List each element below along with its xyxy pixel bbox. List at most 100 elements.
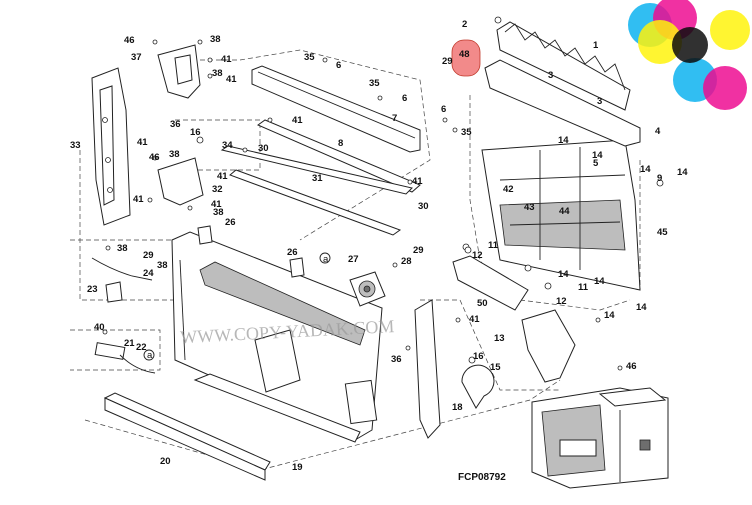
figure-code: FCP08792 xyxy=(458,472,506,483)
callout: 24 xyxy=(143,268,154,279)
callout: 21 xyxy=(124,338,135,349)
callout: 41 xyxy=(217,171,228,182)
panel-18 xyxy=(414,299,441,439)
callout: 11 xyxy=(578,282,589,293)
bar-50 xyxy=(452,255,529,311)
callout: 36 xyxy=(391,354,402,365)
bracket-13 xyxy=(521,309,576,383)
bracket-37 xyxy=(157,44,201,99)
callout: 50 xyxy=(477,298,488,309)
callout: 3 xyxy=(548,70,553,81)
callout: 43 xyxy=(524,202,535,213)
callout: 41 xyxy=(292,115,303,126)
callout: 41 xyxy=(226,74,237,85)
callout: 36 xyxy=(170,119,181,130)
callout: 40 xyxy=(94,322,105,333)
callout-48-highlight xyxy=(451,39,481,77)
rear-frame xyxy=(481,139,641,291)
callout: 18 xyxy=(452,402,463,413)
callout: 4 xyxy=(655,126,661,137)
rail-7 xyxy=(251,65,421,153)
screws xyxy=(102,16,664,371)
callout: 41 xyxy=(469,314,480,325)
callout: 41 xyxy=(133,194,144,205)
callout: 23 xyxy=(87,284,98,295)
callout: a xyxy=(323,254,329,265)
callout: 5 xyxy=(593,158,599,169)
rods xyxy=(220,119,421,236)
callout-labels: 1 2 3 3 4 5 6 6 6 7 8 9 11 11 12 12 13 1… xyxy=(70,19,688,473)
callout: 30 xyxy=(258,143,269,154)
callout: 22 xyxy=(136,342,147,353)
callout: 41 xyxy=(221,54,232,65)
callout: 19 xyxy=(292,462,303,473)
callout: 14 xyxy=(677,167,688,178)
callout: a xyxy=(147,350,153,361)
callout: 8 xyxy=(338,138,343,149)
callout: 46 xyxy=(124,35,135,46)
callout: 26 xyxy=(287,247,298,258)
left-side-frame xyxy=(91,67,131,226)
printer-thumbnail xyxy=(531,387,669,489)
callout: 14 xyxy=(558,135,569,146)
callout: 37 xyxy=(131,52,142,63)
callout: 46 xyxy=(626,361,637,372)
callout: 6 xyxy=(441,104,446,115)
callout: 11 xyxy=(488,240,499,251)
gear-15 xyxy=(461,364,495,409)
callout-circle xyxy=(319,252,331,264)
callout: 41 xyxy=(211,199,222,210)
callout: 38 xyxy=(213,207,224,218)
callout: 38 xyxy=(117,243,128,254)
callout: 13 xyxy=(494,333,505,344)
callout: 9 xyxy=(657,173,662,184)
part-23 xyxy=(105,281,123,303)
callout: 28 xyxy=(401,256,412,267)
callout: 2 xyxy=(462,19,467,30)
small-parts-26 xyxy=(197,225,305,278)
callout: 35 xyxy=(304,52,315,63)
callout: 14 xyxy=(594,276,605,287)
callout: 20 xyxy=(160,456,171,467)
callout: 46 xyxy=(149,152,160,163)
callout: 31 xyxy=(312,173,323,184)
callout: 15 xyxy=(490,362,501,373)
duct-4 xyxy=(484,59,641,147)
front-cover-19 xyxy=(171,231,383,443)
fan-27 xyxy=(349,271,386,307)
callout: 14 xyxy=(640,164,651,175)
callout: 16 xyxy=(473,351,484,362)
panel-20 xyxy=(103,392,271,481)
callout: 35 xyxy=(369,78,380,89)
callout: 14 xyxy=(592,150,603,161)
bracket-32 xyxy=(157,157,204,206)
callout: 29 xyxy=(442,56,453,67)
callout: 16 xyxy=(190,127,201,138)
callout: 6 xyxy=(336,60,341,71)
callout: 32 xyxy=(212,184,223,195)
paper-guide-1 xyxy=(496,21,631,111)
callout: 14 xyxy=(636,302,647,313)
callout: 38 xyxy=(157,260,168,271)
callout: 38 xyxy=(210,34,221,45)
callout: 6 xyxy=(402,93,407,104)
callout: 41 xyxy=(412,176,423,187)
callout: 38 xyxy=(169,149,180,160)
callout: 7 xyxy=(392,113,397,124)
callout: 34 xyxy=(222,140,233,151)
callout: 38 xyxy=(212,68,223,79)
callout: 14 xyxy=(604,310,615,321)
callout: 3 xyxy=(597,96,602,107)
callout: 45 xyxy=(657,227,668,238)
callout-circle xyxy=(143,349,155,361)
callout: 1 xyxy=(593,40,599,51)
callout: 30 xyxy=(418,201,429,212)
callout: 42 xyxy=(503,184,514,195)
callout: 14 xyxy=(558,269,569,280)
callout: 12 xyxy=(472,250,483,261)
callout: 41 xyxy=(137,137,148,148)
cable-24 xyxy=(91,257,153,281)
callout: 26 xyxy=(225,217,236,228)
